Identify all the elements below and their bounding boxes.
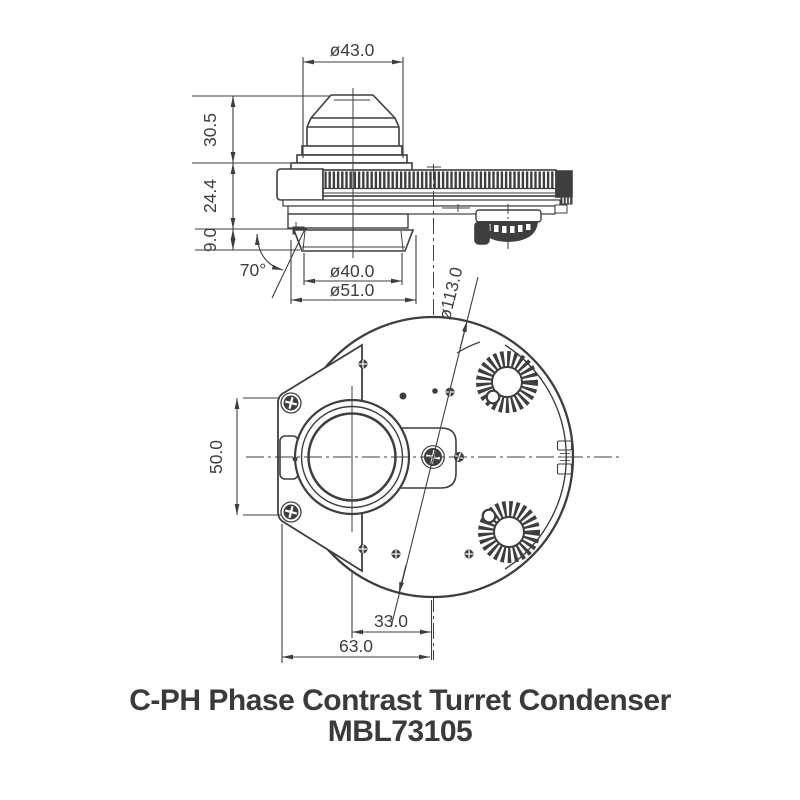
dim-lens-height: 30.5 [200, 113, 220, 147]
dim-mount-height: 9.0 [200, 228, 220, 253]
dim-body-height: 24.4 [200, 179, 220, 213]
turret-body [276, 168, 573, 229]
bottom-view-dimensions: ø113.0 50.0 33.0 63.0 [206, 265, 479, 663]
bottom-view [246, 315, 620, 599]
dim-screw-spacing: 50.0 [206, 440, 226, 474]
drawing-model-number: MBL73105 [327, 715, 473, 748]
dim-swing-angle: 70° [240, 260, 266, 280]
dial-lever [474, 221, 490, 245]
ring-end-block [555, 170, 573, 198]
dim-mount-outer-diameter: ø51.0 [330, 280, 375, 300]
dim-mount-inner-diameter: ø40.0 [330, 261, 375, 281]
drawing-title: C-PH Phase Contrast Turret Condenser [129, 684, 671, 717]
side-view-dimensions: ø43.0 30.5 24.4 9.0 70° ø40.0 ø51.0 [192, 40, 417, 304]
dim-overall-diameter: ø113.0 [434, 265, 466, 322]
knurled-ring [324, 171, 555, 189]
plate-screw-bottom [280, 501, 302, 523]
aperture-dial [474, 204, 542, 249]
phase-ring-wheel-bottom [478, 501, 540, 563]
dim-plate-edge-to-axis: 63.0 [339, 636, 373, 656]
dim-top-lens-diameter: ø43.0 [330, 40, 375, 60]
lens-dome [290, 94, 413, 172]
swing-angle-line [271, 228, 306, 299]
phase-ring-wheel-top [476, 351, 538, 413]
dim-lens-center-to-axis: 33.0 [374, 611, 408, 631]
plate-screw-top [280, 392, 302, 414]
